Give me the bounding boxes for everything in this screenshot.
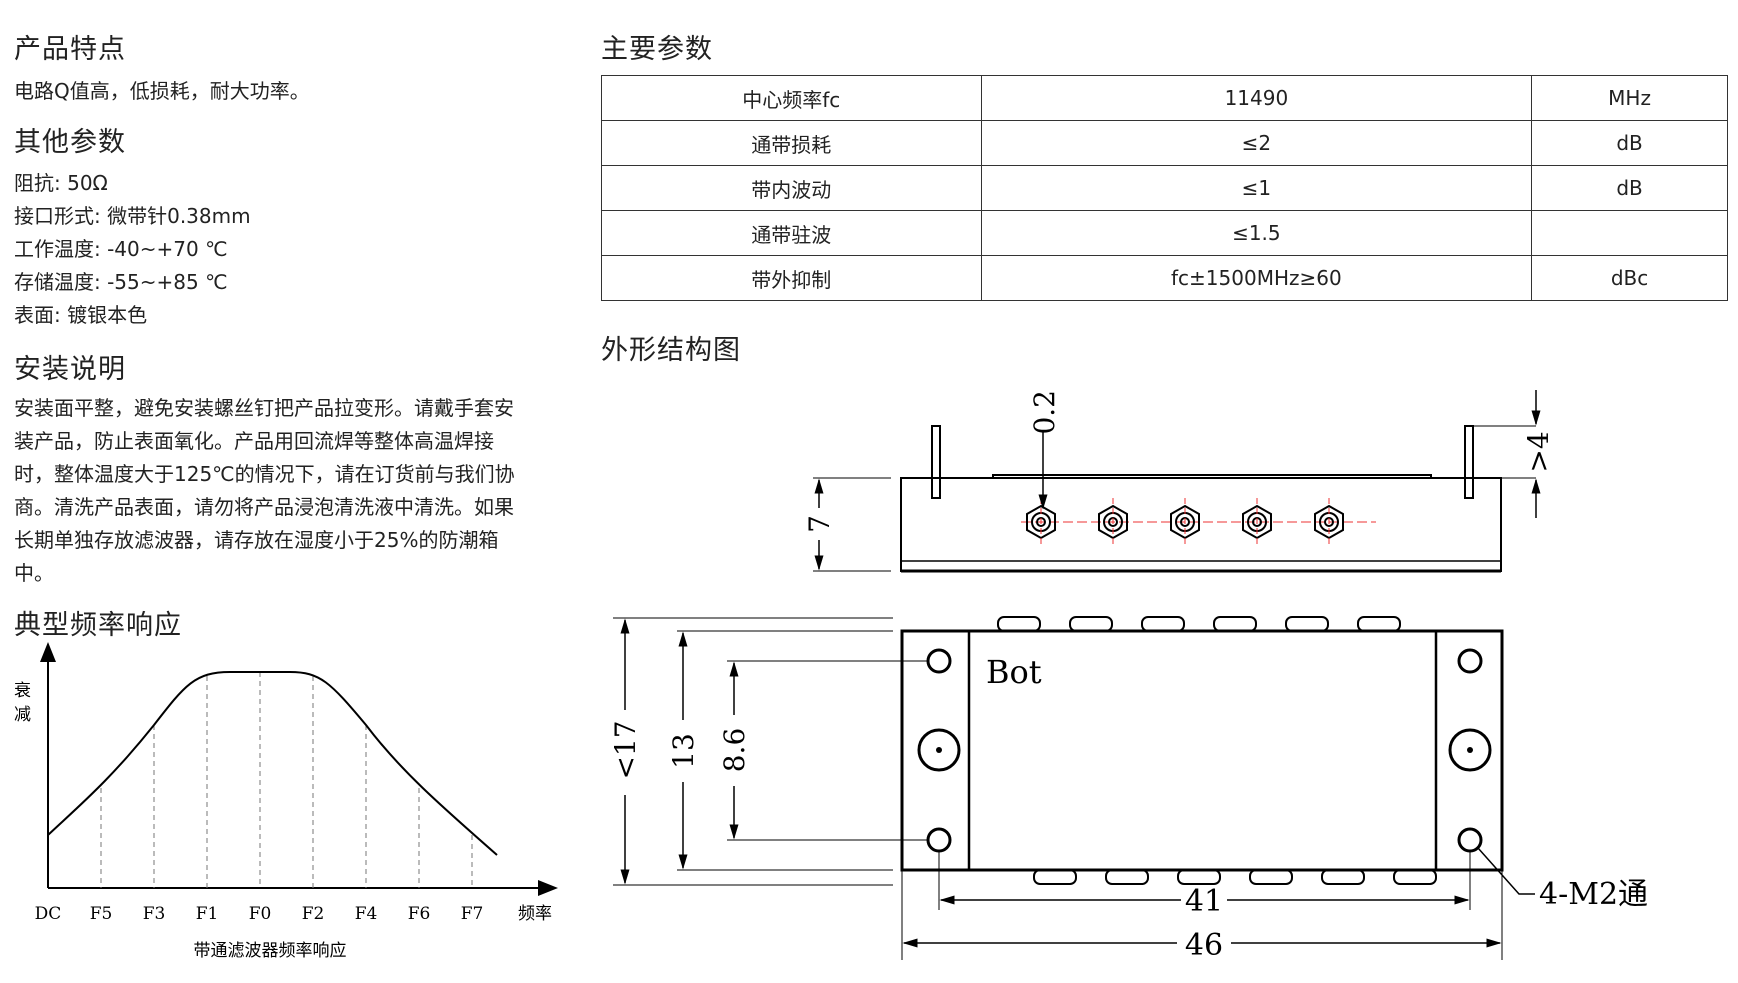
y-label-1: 衰 [14, 681, 31, 701]
table-row: 中心频率fc 11490 MHz [601, 75, 1728, 121]
features-text: 电路Q值高，低损耗，耐大功率。 [14, 79, 310, 103]
param-name: 带内波动 [601, 165, 982, 211]
dim-width-17: <17 [609, 720, 642, 779]
param-name: 中心频率fc [601, 75, 982, 121]
x-ticks: DC F5 F3 F1 F0 F2 F4 F6 F7 频率 [35, 904, 552, 924]
tick-gridlines [100, 672, 473, 888]
dim-length-41: 41 [1185, 884, 1223, 919]
param-storage-temp: 存储温度: -55~+85 ℃ [14, 270, 228, 294]
tick-f3: F3 [143, 904, 166, 924]
other-params-list: 阻抗: 50Ω 接口形式: 微带针0.38mm 工作温度: -40~+70 ℃ … [14, 167, 251, 332]
param-unit: dB [1531, 165, 1728, 211]
installation-line: 商。清洗产品表面，请勿将产品浸泡清洗液中清洗。如果 [14, 495, 514, 519]
installation-line: 长期单独存放滤波器，请存放在湿度小于25%的防潮箱 [14, 528, 499, 552]
table-row: 带外抑制 fc±1500MHz≥60 dBc [601, 255, 1728, 301]
param-name: 带外抑制 [601, 255, 982, 301]
installation-text: 安装面平整，避免安装螺丝钉把产品拉变形。请戴手套安 装产品，防止表面氧化。产品用… [14, 392, 515, 590]
param-value: ≤1.5 [980, 210, 1533, 256]
param-unit [1531, 210, 1728, 256]
param-operating-temp: 工作温度: -40~+70 ℃ [14, 237, 228, 261]
table-row: 带内波动 ≤1 dB [601, 165, 1728, 211]
outline-heading: 外形结构图 [601, 335, 741, 366]
param-unit: dBc [1531, 255, 1728, 301]
frequency-response-diagram: 衰 减 DC F5 F3 F1 F0 F2 F4 F6 F7 频率 带通滤波器频… [14, 642, 558, 961]
response-heading: 典型频率响应 [14, 610, 182, 641]
dim-width-13: 13 [667, 733, 700, 769]
dim-height: 7 [803, 515, 836, 533]
tick-f2: F2 [302, 904, 325, 924]
param-interface: 接口形式: 微带针0.38mm [14, 204, 251, 228]
tick-f0: F0 [249, 904, 272, 924]
y-label-2: 减 [14, 705, 31, 725]
response-caption: 带通滤波器频率响应 [194, 941, 347, 961]
bottom-view: Bot <17 13 8.6 41 46 4-M2通 [609, 616, 1648, 963]
tick-f5: F5 [90, 904, 113, 924]
param-name: 通带损耗 [601, 120, 982, 166]
other-params-heading: 其他参数 [14, 127, 126, 158]
installation-heading: 安装说明 [14, 354, 126, 385]
features-heading: 产品特点 [14, 34, 126, 65]
main-params-table: 中心频率fc 11490 MHz 通带损耗 ≤2 dB 带内波动 ≤1 dB 通… [601, 75, 1728, 301]
dim-pin: 0.2 [1028, 390, 1061, 435]
hole-label: 4-M2通 [1539, 877, 1648, 912]
param-value: ≤1 [980, 165, 1533, 211]
param-impedance: 阻抗: 50Ω [14, 171, 108, 195]
main-params-heading: 主要参数 [601, 34, 713, 65]
param-value: fc±1500MHz≥60 [980, 255, 1533, 301]
installation-line: 安装面平整，避免安装螺丝钉把产品拉变形。请戴手套安 [14, 396, 514, 420]
installation-line: 中。 [14, 561, 54, 585]
tick-f4: F4 [355, 904, 378, 924]
table-row: 通带驻波 ≤1.5 [601, 210, 1728, 256]
param-value: ≤2 [980, 120, 1533, 166]
tick-f7: F7 [461, 904, 484, 924]
installation-line: 装产品，防止表面氧化。产品用回流焊等整体高温焊接 [14, 429, 494, 453]
tick-f6: F6 [408, 904, 431, 924]
param-surface: 表面: 镀银本色 [14, 303, 148, 327]
side-view: 0.2 7 >4 [803, 390, 1555, 573]
dim-width-8-6: 8.6 [718, 728, 751, 773]
bot-label: Bot [986, 653, 1042, 691]
param-value: 11490 [980, 75, 1533, 121]
tick-f1: F1 [196, 904, 219, 924]
dim-length-46: 46 [1185, 928, 1223, 963]
installation-line: 时，整体温度大于125℃的情况下，请在订货前与我们协 [14, 462, 515, 486]
response-curve [47, 671, 498, 856]
tick-dc: DC [35, 904, 62, 924]
dim-pin-length: >4 [1522, 431, 1555, 472]
table-row: 通带损耗 ≤2 dB [601, 120, 1728, 166]
param-unit: dB [1531, 120, 1728, 166]
param-name: 通带驻波 [601, 210, 982, 256]
outline-drawing: 0.2 7 >4 Bot [609, 390, 1648, 963]
param-unit: MHz [1531, 75, 1728, 121]
x-axis-label: 频率 [518, 904, 552, 924]
